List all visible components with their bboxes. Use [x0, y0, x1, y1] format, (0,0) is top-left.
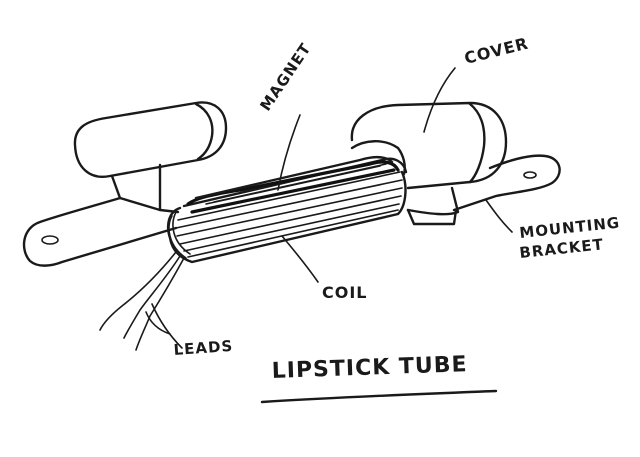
coil-pointer [281, 235, 319, 283]
title-underline [260, 389, 498, 404]
cover-pointer [423, 67, 456, 133]
right-cover-tube [350, 101, 508, 190]
magnet-label: MAGNET [256, 40, 314, 115]
left-mounting-hole-icon [41, 235, 59, 245]
magnet-pointer [277, 114, 301, 191]
coil-body [166, 157, 408, 264]
leads-label: LEADS [173, 337, 234, 359]
right-mounting-bracket [406, 154, 561, 226]
right-mounting-hole-icon [523, 171, 537, 179]
magnet [186, 140, 406, 214]
pointer-lines [145, 67, 513, 349]
bracket-pointer [485, 199, 513, 233]
cover-label: COVER [462, 34, 530, 68]
leads-pointer-a [151, 303, 183, 349]
leads-pointer-b [145, 311, 171, 335]
title-label: LIPSTICK TUBE [271, 352, 468, 384]
leads [99, 251, 185, 351]
left-mounting-bracket [22, 196, 180, 267]
coil-label: COIL [322, 283, 368, 302]
left-cover-tube [73, 101, 228, 212]
